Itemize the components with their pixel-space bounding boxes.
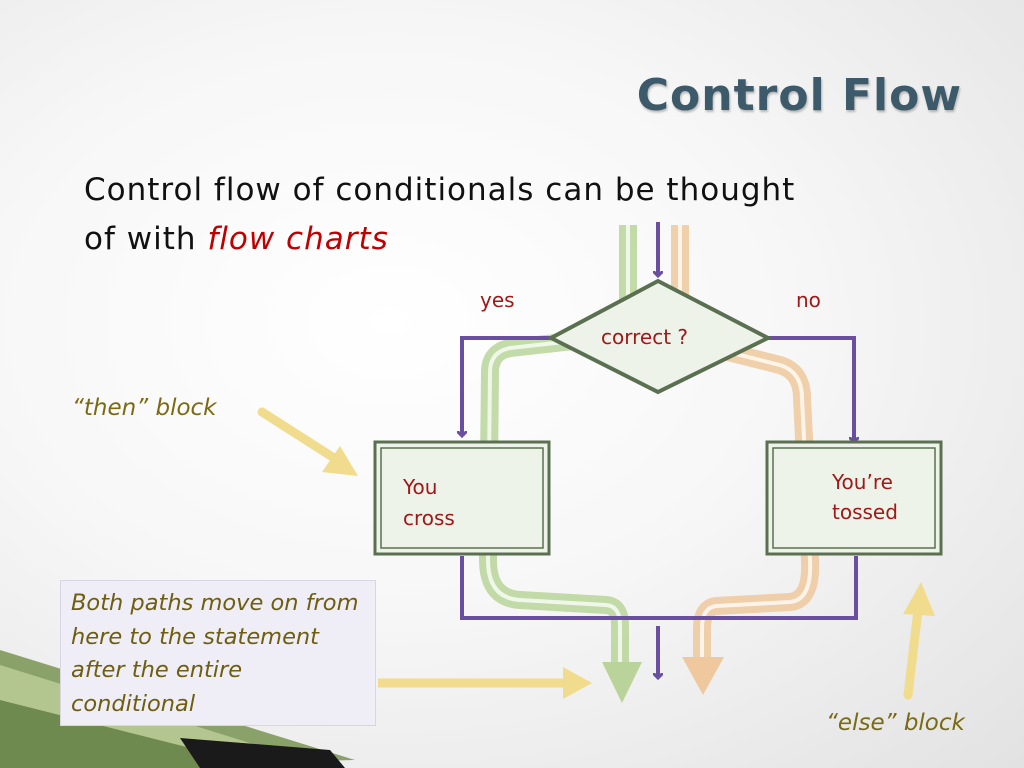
else-block-label: “else” block — [826, 710, 965, 736]
yes-label: yes — [480, 288, 515, 312]
note-callout-arrow — [378, 667, 592, 699]
flow-lines — [462, 222, 856, 678]
else-box-text: You’re tossed — [832, 467, 898, 527]
decision-diamond — [546, 278, 773, 395]
merge-line — [460, 556, 858, 620]
no-label: no — [796, 288, 821, 312]
body-line-2-prefix: of with — [84, 221, 208, 257]
else-box-line-1: You’re — [832, 470, 893, 494]
else-box — [765, 440, 943, 556]
both-paths-note-text: Both paths move on from here to the stat… — [71, 590, 359, 717]
then-block-label: “then” block — [72, 395, 217, 421]
slide-body-text: Control flow of conditionals can be thou… — [84, 166, 964, 264]
no-branch-arrow — [768, 336, 854, 442]
body-line-1: Control flow of conditionals can be thou… — [84, 172, 796, 208]
callout-arrows — [257, 407, 935, 700]
flow-charts-emphasis: flow charts — [207, 221, 389, 257]
then-callout-arrow — [257, 407, 358, 476]
decision-label: correct ? — [601, 325, 689, 349]
yes-branch-arrow — [462, 336, 552, 436]
else-callout-arrow — [903, 582, 935, 700]
then-box — [373, 440, 551, 556]
both-paths-note-box: Both paths move on from here to the stat… — [60, 580, 376, 726]
then-box-line-2: cross — [403, 506, 455, 530]
then-box-line-1: You — [403, 475, 438, 499]
then-box-text: You cross — [403, 472, 455, 534]
slide-title: Control Flow — [636, 70, 962, 121]
else-box-line-2: tossed — [832, 500, 898, 524]
